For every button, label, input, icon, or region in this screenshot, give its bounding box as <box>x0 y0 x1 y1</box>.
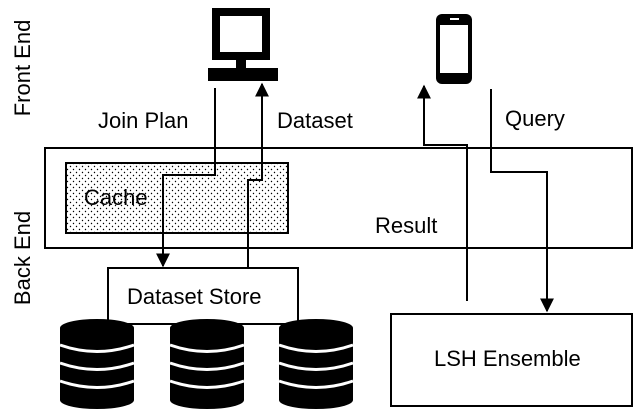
join-plan-arrow <box>156 88 216 268</box>
lsh-ensemble-box <box>390 313 633 407</box>
query-label: Query <box>505 106 565 131</box>
dataset-label: Dataset <box>277 108 353 133</box>
desktop-computer-icon <box>208 8 278 81</box>
database-icon <box>59 319 135 409</box>
cache-label: Cache <box>84 185 148 210</box>
join-plan-label: Join Plan <box>98 108 189 133</box>
result-label: Result <box>375 213 437 238</box>
dataset-arrow <box>247 82 269 268</box>
result-arrow <box>417 84 468 301</box>
front-end-label: Front End <box>10 20 35 117</box>
dataset-store-label: Dataset Store <box>127 284 262 309</box>
database-icon <box>169 319 245 409</box>
lsh-ensemble-label: LSH Ensemble <box>434 346 581 371</box>
smartphone-icon <box>436 14 472 84</box>
back-end-label: Back End <box>10 211 35 305</box>
query-arrow <box>490 89 554 313</box>
database-icon <box>278 319 354 409</box>
